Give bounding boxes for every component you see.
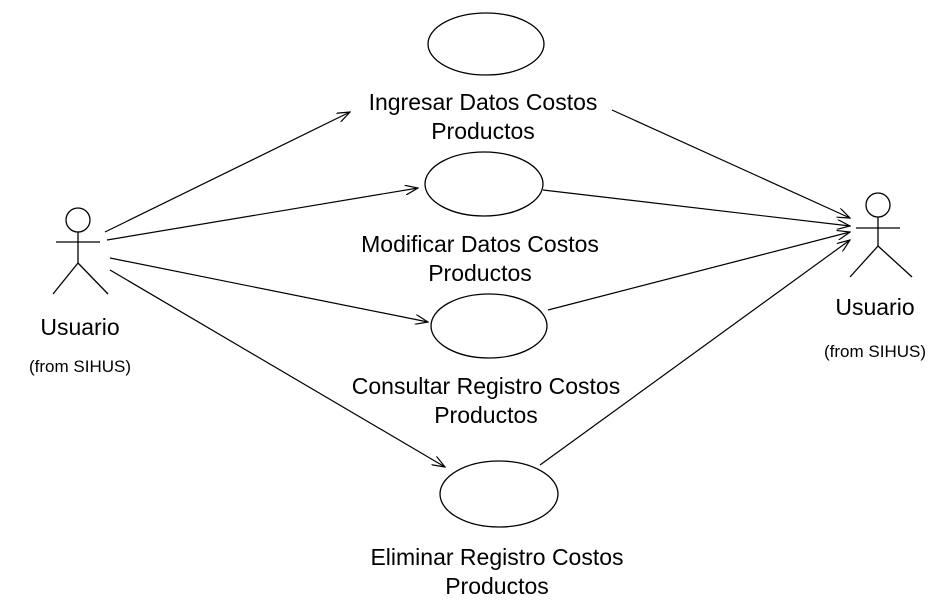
use-case-uc4-label-line1: Eliminar Registro Costos <box>370 544 624 570</box>
actor-right-name: Usuario <box>835 294 915 320</box>
use-case-uc2-label: Modificar Datos Costos Productos <box>300 230 660 288</box>
use-case-uc3-label-line1: Consultar Registro Costos <box>351 373 621 399</box>
use-case-uc1-label: Ingresar Datos Costos Productos <box>303 88 663 146</box>
use-case-uc2-ellipse[interactable] <box>424 151 544 217</box>
use-case-uc3-label: Consultar Registro Costos Productos <box>306 372 666 430</box>
actor-right-package: (from SIHUS) <box>824 342 926 361</box>
use-case-uc2-label-line2: Productos <box>428 259 532 286</box>
actor-left-name: Usuario <box>40 314 120 340</box>
actor-left-figure[interactable] <box>52 207 109 295</box>
association-uc2-right[interactable] <box>542 189 850 226</box>
use-case-uc1-ellipse[interactable] <box>427 12 545 76</box>
actor-right-figure[interactable] <box>849 192 913 278</box>
actor-right-leg-right <box>877 245 913 278</box>
use-case-uc2-label-line1: Modificar Datos Costos <box>361 231 599 257</box>
actor-right-leg-left <box>849 245 879 278</box>
actor-left-head <box>65 207 91 233</box>
use-case-uc3-label-line2: Productos <box>434 401 538 428</box>
use-case-uc4-ellipse[interactable] <box>439 460 559 528</box>
association-left-uc4[interactable] <box>109 269 445 467</box>
use-case-uc4-label-line2: Productos <box>445 572 549 599</box>
use-case-uc3-ellipse[interactable] <box>430 293 548 359</box>
association-uc1-right[interactable] <box>611 109 850 218</box>
association-left-uc1[interactable] <box>104 112 350 233</box>
use-case-uc1-label-line2: Productos <box>431 117 535 144</box>
actor-left-leg-right <box>77 262 109 295</box>
actor-left-package: (from SIHUS) <box>29 357 131 376</box>
use-case-uc4-label: Eliminar Registro Costos Productos <box>317 543 677 601</box>
actor-right-head <box>865 192 891 218</box>
association-left-uc3[interactable] <box>109 257 428 322</box>
association-left-uc2[interactable] <box>106 188 418 241</box>
actor-left-leg-left <box>52 262 79 295</box>
use-case-uc1-label-line1: Ingresar Datos Costos <box>368 89 598 115</box>
association-uc3-right[interactable] <box>547 232 850 311</box>
association-uc4-right[interactable] <box>539 240 850 466</box>
